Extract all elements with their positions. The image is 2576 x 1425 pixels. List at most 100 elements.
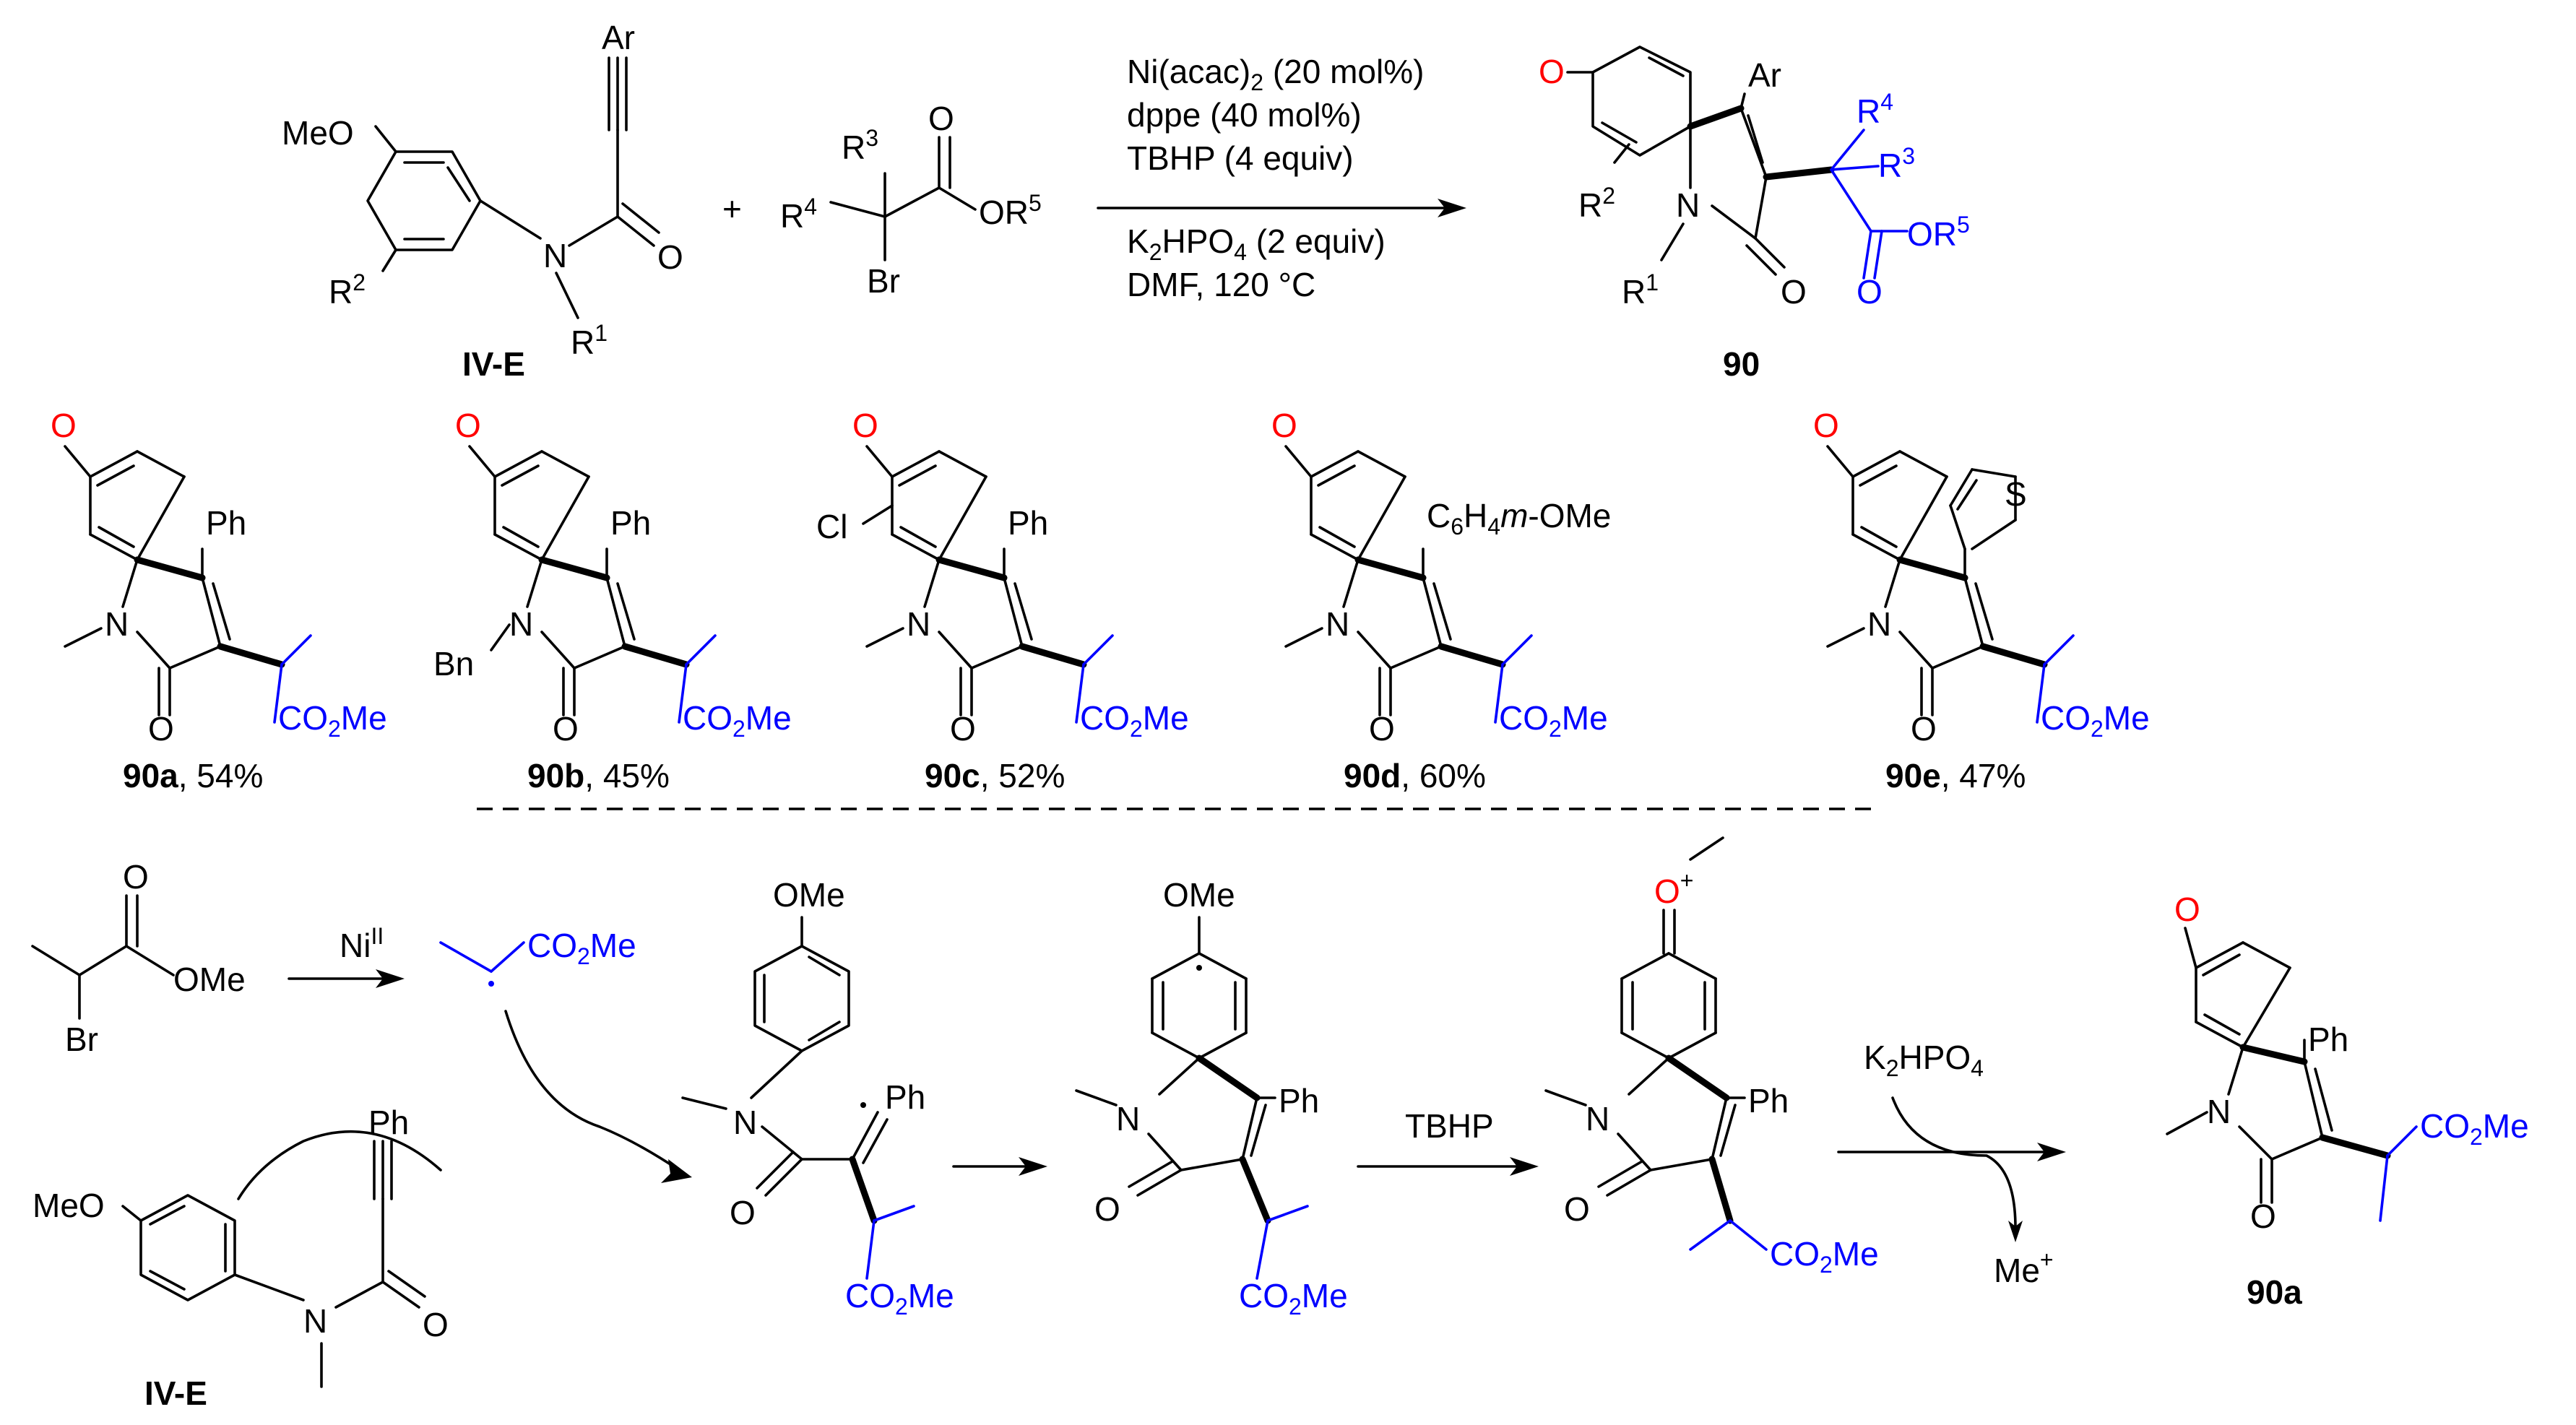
r2-label: R2 [329, 269, 366, 311]
ar-label: Ar [602, 19, 635, 56]
radical-co2me: CO2Me [527, 927, 636, 969]
example-dienone-o: O [1271, 407, 1297, 444]
int2-o: O [1094, 1190, 1120, 1228]
r2-label-product: R2 [1578, 183, 1615, 224]
example-lactam-o: O [950, 710, 976, 748]
example-co2me: CO2Me [1080, 699, 1189, 742]
mech-reactant-label: IV-E [144, 1374, 207, 1412]
n-atom: N [543, 237, 567, 274]
reactant-ive-general: MeO R2 N O Ar R1 IV-E [282, 19, 683, 383]
example-co2me: CO2Me [278, 699, 387, 742]
oxo-co2me: CO2Me [1770, 1235, 1879, 1278]
example-lactam-o: O [1369, 710, 1395, 748]
condition-solvent: DMF, 120 °C [1127, 266, 1315, 303]
ester-o-label: O [928, 100, 954, 137]
or5-label: OR5 [979, 190, 1042, 231]
final-n: N [2207, 1093, 2231, 1130]
example-n-atom: N [907, 605, 930, 643]
example-dienone-o: O [51, 407, 77, 444]
vinyl-radical-intermediate: OMe N O Ph CO2Me [681, 876, 954, 1320]
r4-label-product: R4 [1857, 89, 1893, 130]
oxonium-o: O+ [1654, 867, 1693, 910]
mech-ester-o: O [123, 858, 149, 896]
mech-ph: Ph [368, 1104, 409, 1141]
mech-n: N [303, 1302, 327, 1340]
example-dienone-o: O [455, 407, 481, 444]
tbhp-label: TBHP [1405, 1107, 1494, 1145]
example-label: 90e, 47% [1885, 757, 2026, 794]
mech-meo: MeO [33, 1187, 105, 1224]
oxocarbenium-intermediate: O+ N O Ph CO2Me [1544, 836, 1879, 1278]
condition-catalyst: Ni(acac)2 (20 mol%) [1127, 53, 1424, 95]
example-co2me: CO2Me [683, 699, 792, 742]
ester-o-product: O [1857, 273, 1883, 311]
oxo-ph: Ph [1748, 1082, 1789, 1119]
example-n-atom: N [1326, 605, 1349, 643]
final-ph: Ph [2308, 1021, 2348, 1058]
example-cl-label: Cl [816, 508, 847, 545]
r4-label: R4 [780, 194, 817, 235]
plus-sign: + [722, 190, 742, 228]
br-label: Br [867, 262, 900, 300]
or5-label-product: OR5 [1907, 212, 1970, 253]
alkyl-radical: CO2Me [439, 927, 692, 1183]
example-90e: O S N O CO2Me 90e, 47% [1813, 407, 2150, 794]
example-aryl-label: C6H4m-OMe [1427, 497, 1611, 540]
mechanism-ive: MeO N O Ph IV-E [33, 1104, 449, 1412]
r3-label-product: R3 [1878, 143, 1915, 184]
condition-oxidant: TBHP (4 equiv) [1127, 139, 1354, 177]
reactant-bromoester: R4 R3 Br O OR5 [780, 100, 1042, 300]
dienone-o: O [1539, 53, 1565, 90]
condition-ligand: dppe (40 mol%) [1127, 96, 1362, 134]
example-dienone-o: O [852, 407, 878, 444]
r3-label: R3 [842, 125, 878, 166]
oxo-o: O [1564, 1190, 1590, 1228]
example-label: 90c, 52% [925, 757, 1065, 794]
example-s-atom: S [2005, 475, 2027, 513]
example-co2me: CO2Me [2041, 699, 2150, 742]
condition-base: K2HPO4 (2 equiv) [1127, 222, 1386, 265]
final-dienone-o: O [2174, 891, 2200, 928]
reaction-conditions: Ni(acac)2 (20 mol%) dppe (40 mol%) TBHP … [1097, 53, 1466, 303]
lactam-o: O [1781, 273, 1807, 311]
final-product-label: 90a [2247, 1273, 2302, 1311]
final-product-90a: O Ph N O CO2Me 90a [2166, 891, 2529, 1311]
meo-label: MeO [282, 114, 354, 152]
base-label: K2HPO4 [1864, 1039, 1984, 1081]
example-label: 90d, 60% [1344, 757, 1486, 794]
int2-ome: OMe [1163, 876, 1235, 914]
int1-n: N [733, 1104, 757, 1141]
mech-br: Br [65, 1021, 98, 1058]
mechanism-step1: NiII [288, 923, 405, 988]
int2-co2me: CO2Me [1239, 1277, 1348, 1320]
ar-label-product: Ar [1748, 56, 1781, 94]
example-n-atom: N [1867, 605, 1891, 643]
example-ph-label: Ph [610, 504, 651, 542]
example-bn-label: Bn [433, 645, 474, 683]
example-ph-label: Ph [206, 504, 246, 542]
example-lactam-o: O [553, 710, 579, 748]
r1-label: R1 [571, 320, 608, 361]
example-dienone-o: O [1813, 407, 1839, 444]
final-lactam-o: O [2250, 1197, 2276, 1235]
example-label: 90a, 54% [123, 757, 263, 794]
final-co2me: CO2Me [2420, 1107, 2529, 1150]
spiro-radical-intermediate: OMe N O Ph CO2Me [1075, 876, 1348, 1320]
product-label-90: 90 [1723, 345, 1760, 383]
int1-ph: Ph [885, 1078, 925, 1116]
int1-o: O [730, 1194, 756, 1231]
reactant-label-ive: IV-E [462, 345, 525, 383]
int2-n: N [1116, 1100, 1140, 1138]
product-90-general: O R2 Ar N O R1 R4 R3 O OR5 90 [1539, 46, 1970, 383]
int2-ph: Ph [1279, 1082, 1319, 1119]
mechanism-bromoester: O OMe Br [31, 858, 246, 1058]
example-ph-label: Ph [1008, 504, 1048, 542]
mech-carbonyl-o: O [423, 1306, 449, 1343]
example-lactam-o: O [1911, 710, 1937, 748]
